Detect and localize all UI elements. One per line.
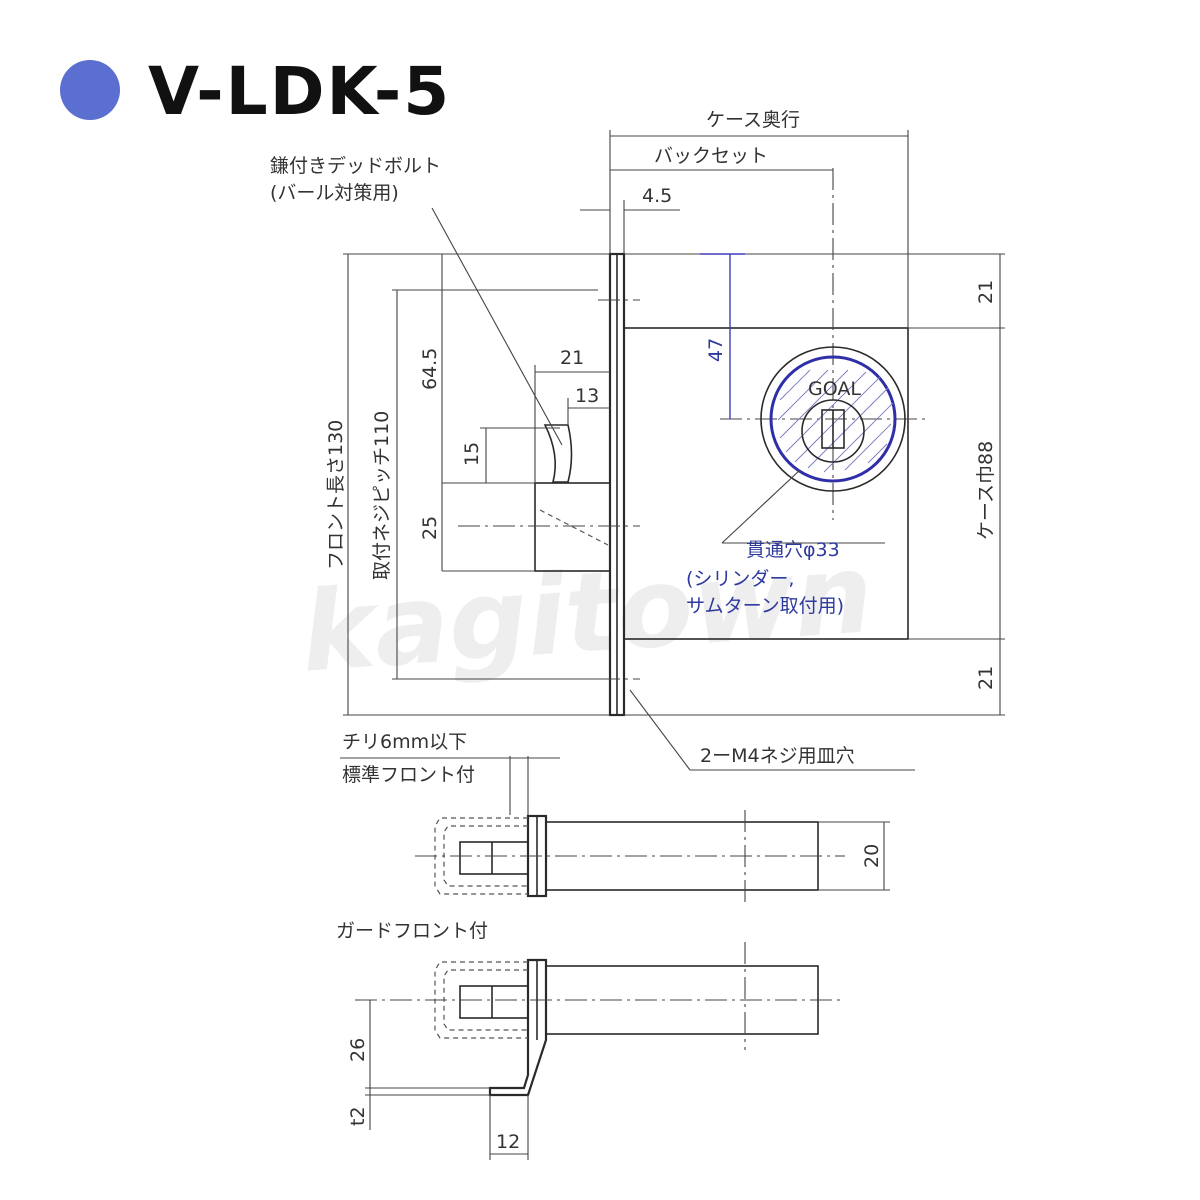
dim-25: 25 [419, 516, 441, 540]
cylinder-through-hole [769, 355, 897, 483]
deadbolt-label: 鎌付きデッドボルト [270, 155, 441, 177]
page-title: V-LDK-5 [148, 53, 451, 130]
guard-front-view: ガードフロント付 26 t2 12 [336, 920, 845, 1160]
title-dot-icon [60, 60, 120, 120]
cylinder-hatch [777, 369, 894, 473]
dim-26: 26 [347, 1038, 369, 1062]
dim-21-bolt: 21 [560, 347, 584, 369]
dim-12: 12 [496, 1131, 520, 1153]
guard-front-label: ガードフロント付 [336, 920, 488, 942]
screw-hole-label: 2ーM4ネジ用皿穴 [700, 745, 855, 767]
dim-backset: バックセット [654, 145, 768, 167]
dim-13: 13 [575, 385, 599, 407]
cylinder-outer-ring [760, 346, 906, 492]
standard-front-label: 標準フロント付 [342, 764, 475, 786]
chiri-label: チリ6mm以下 [342, 731, 467, 753]
dim-4-5: 4.5 [642, 185, 672, 207]
dim-case-width: ケース巾88 [975, 441, 997, 540]
deadbolt-note: (バール対策用) [270, 182, 399, 204]
main-dimensions: ケース奥行 バックセット 4.5 21 ケース巾88 21 47 フロント長さ1… [325, 109, 1005, 716]
dim-21-top: 21 [975, 280, 997, 304]
through-hole-label: 貫通穴φ33 [746, 539, 840, 561]
through-hole-note-2: サムターン取付用) [686, 595, 844, 617]
dim-47: 47 [705, 338, 727, 362]
through-hole-note-1: (シリンダー, [686, 568, 794, 590]
dim-20: 20 [861, 844, 883, 868]
dim-64-5: 64.5 [419, 348, 441, 390]
dim-case-depth: ケース奥行 [706, 109, 800, 131]
dim-t2: t2 [347, 1106, 369, 1126]
standard-front-view: チリ6mm以下 標準フロント付 20 [340, 731, 890, 902]
dim-15: 15 [461, 442, 483, 466]
dim-mount-pitch: 取付ネジピッチ110 [371, 411, 393, 580]
cylinder-brand-label: GOAL [808, 378, 861, 400]
dim-21-bottom: 21 [975, 666, 997, 690]
main-view: GOAL [431, 168, 930, 771]
dim-front-length: フロント長さ130 [325, 420, 347, 570]
